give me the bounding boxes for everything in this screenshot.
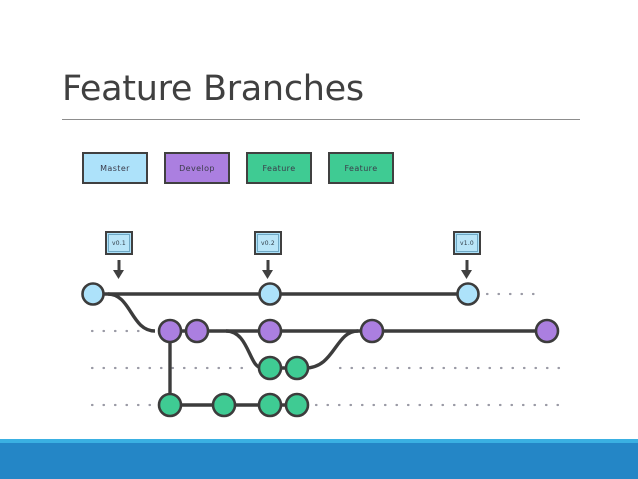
commit-node-feature-b-1 <box>157 392 183 418</box>
tag-v10: v1.0 <box>453 231 481 255</box>
legend-item-develop: Develop <box>164 152 230 184</box>
graph-edges <box>93 292 547 407</box>
tag-v02: v0.2 <box>254 231 282 255</box>
commit-node-master-2 <box>258 282 282 306</box>
commit-node-master-1 <box>81 282 105 306</box>
page-title: Feature Branches <box>62 69 364 109</box>
commit-node-develop-2 <box>184 318 210 344</box>
legend-item-master: Master <box>82 152 148 184</box>
git-graph <box>81 260 570 418</box>
arrow-down-icon-v10 <box>461 260 472 279</box>
commit-node-feature-b-2 <box>211 392 237 418</box>
legend: Master Develop Feature Feature <box>82 152 482 186</box>
legend-item-feature-a: Feature <box>246 152 312 184</box>
legend-label-master: Master <box>100 163 130 173</box>
legend-label-feature-b: Feature <box>344 163 378 173</box>
edge-feature-a-merge-develop <box>304 329 359 370</box>
commit-node-feature-b-4 <box>284 392 310 418</box>
tag-label-v01: v0.1 <box>112 239 126 247</box>
edge-develop-to-feature-a <box>225 329 263 370</box>
tag-label-v02: v0.2 <box>261 239 275 247</box>
legend-label-develop: Develop <box>179 163 215 173</box>
edge-master-to-develop <box>107 292 156 333</box>
title-divider <box>62 119 580 120</box>
commit-node-develop-3 <box>257 318 283 344</box>
footer-bar-stripe <box>0 439 638 443</box>
dotted-guides <box>90 292 570 407</box>
footer-bar <box>0 439 638 479</box>
commit-node-master-3 <box>456 282 480 306</box>
commit-node-develop-5 <box>534 318 560 344</box>
tag-v01-inner: v0.1 <box>108 234 130 252</box>
commit-node-feature-b-3 <box>257 392 283 418</box>
arrow-down-icon-v01 <box>113 260 124 279</box>
tag-v10-inner: v1.0 <box>456 234 478 252</box>
tag-v01: v0.1 <box>105 231 133 255</box>
tag-arrows <box>113 260 472 279</box>
tag-label-v10: v1.0 <box>460 239 474 247</box>
commit-node-feature-a-1 <box>257 355 283 381</box>
arrow-down-icon-v02 <box>262 260 273 279</box>
commit-node-develop-1 <box>157 318 183 344</box>
commit-node-develop-4 <box>359 318 385 344</box>
legend-label-feature-a: Feature <box>262 163 296 173</box>
legend-item-feature-b: Feature <box>328 152 394 184</box>
graph-nodes <box>81 282 560 418</box>
commit-node-feature-a-2 <box>284 355 310 381</box>
title-block: Feature Branches <box>62 68 582 110</box>
tag-v02-inner: v0.2 <box>257 234 279 252</box>
